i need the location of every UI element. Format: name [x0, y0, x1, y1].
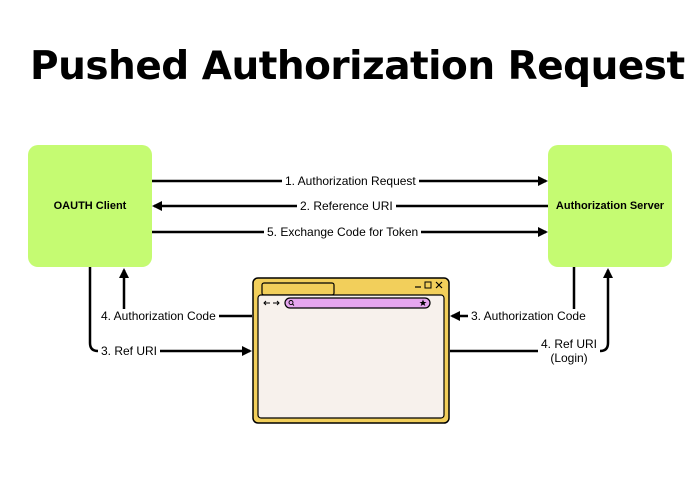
search-icon-handle: [292, 303, 295, 306]
page-title: Pushed Authorization Request: [30, 44, 685, 89]
step-5-label: 5. Exchange Code for Token: [264, 225, 422, 239]
browser-window: [252, 277, 450, 424]
search-icon: [288, 300, 294, 305]
back-arrow-icon: [263, 300, 270, 306]
close-icon: [435, 281, 443, 289]
step-4-ref-uri-login-label: 4. Ref URI (Login): [538, 337, 601, 365]
step-4-login-line: (Login): [550, 351, 588, 365]
oauth-client-label: OAUTH Client: [53, 200, 127, 212]
authorization-server-node: Authorization Server: [548, 145, 672, 267]
browser-content-area: [257, 294, 445, 419]
forward-arrow-icon: [273, 300, 280, 306]
step-3-ref-uri-label: 3. Ref URI: [98, 344, 161, 358]
arrow-ref-uri-to-browser: [88, 267, 252, 356]
arrow-ref-uri-login-to-server: [450, 268, 613, 353]
step-1-label: 1. Authorization Request: [282, 174, 419, 188]
step-4-ref-uri-line: 4. Ref URI: [541, 337, 598, 351]
step-2-label: 2. Reference URI: [297, 199, 396, 213]
authorization-server-label: Authorization Server: [555, 200, 665, 212]
maximize-icon: [424, 281, 432, 289]
step-3-authorization-code-label: 3. Authorization Code: [468, 309, 589, 323]
oauth-client-node: OAUTH Client: [28, 145, 152, 267]
address-bar: [284, 297, 431, 309]
browser-tab: [261, 282, 335, 296]
star-icon: [419, 299, 427, 306]
step-4-authorization-code-label: 4. Authorization Code: [98, 309, 219, 323]
